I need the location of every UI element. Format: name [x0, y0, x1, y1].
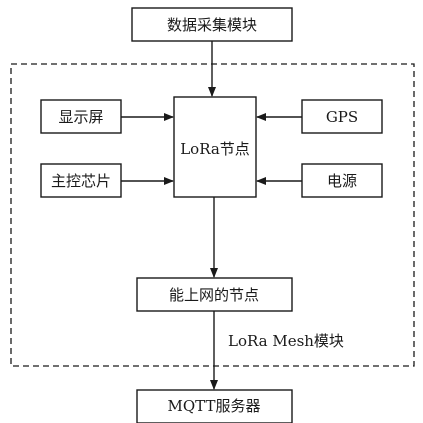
main-chip-label: 主控芯片 — [51, 172, 111, 190]
lora-node-box: LoRa节点 — [173, 96, 257, 198]
display-label: 显示屏 — [58, 108, 103, 126]
gps-box: GPS — [301, 99, 383, 134]
power-label: 电源 — [327, 172, 357, 190]
main-chip-box: 主控芯片 — [40, 163, 122, 198]
gps-label: GPS — [326, 108, 358, 126]
data-collection-module-label: 数据采集模块 — [167, 16, 257, 34]
mqtt-server-label: MQTT服务器 — [168, 397, 261, 415]
display-box: 显示屏 — [40, 99, 122, 134]
internet-node-box: 能上网的节点 — [136, 277, 293, 312]
mqtt-server-box: MQTT服务器 — [136, 389, 293, 423]
lora-mesh-module-label: LoRa Mesh模块 — [228, 332, 344, 350]
power-box: 电源 — [301, 163, 383, 198]
lora-node-label: LoRa节点 — [180, 140, 250, 158]
data-collection-module-box: 数据采集模块 — [131, 7, 293, 42]
internet-node-label: 能上网的节点 — [169, 286, 259, 304]
